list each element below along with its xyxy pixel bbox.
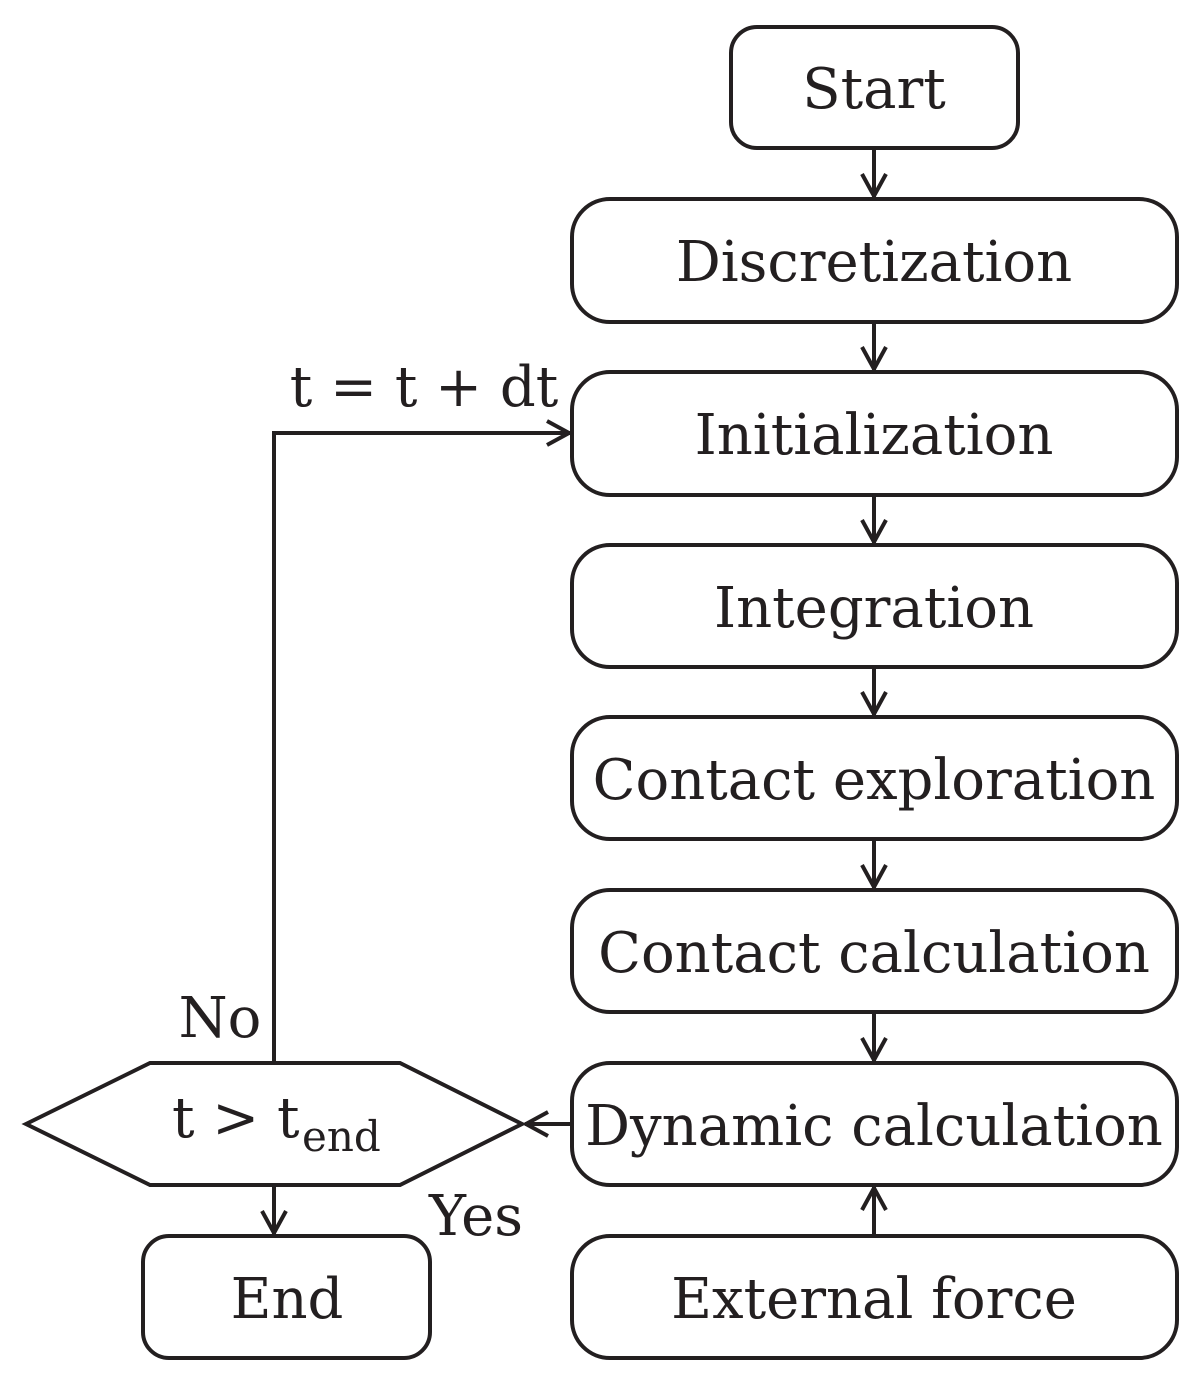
node-external-force: External force	[570, 1234, 1179, 1360]
arrow-dynamic-calculation-to-decision	[521, 1110, 572, 1138]
node-start: Start	[729, 25, 1020, 150]
node-contact-calculation: Contact calculation	[570, 888, 1179, 1014]
node-contact-exploration: Contact exploration	[570, 715, 1179, 841]
node-discretization-label: Discretization	[676, 230, 1072, 295]
decision-main-label: t > t	[172, 1086, 300, 1151]
arrow-initialization-to-integration	[860, 495, 888, 547]
node-start-label: Start	[802, 57, 946, 122]
node-external-force-label: External force	[671, 1267, 1077, 1332]
node-dynamic-calculation: Dynamic calculation	[570, 1061, 1179, 1187]
arrow-start-to-discretization	[860, 148, 888, 201]
node-integration: Integration	[570, 543, 1179, 669]
node-end-label: End	[231, 1267, 344, 1332]
node-contact-calculation-label: Contact calculation	[598, 921, 1150, 986]
edge-label-loop: t = t + dt	[290, 355, 559, 420]
node-integration-label: Integration	[714, 576, 1034, 641]
arrow-decision-to-end	[260, 1185, 288, 1238]
arrow-integration-to-contact-exploration	[860, 667, 888, 719]
node-initialization: Initialization	[570, 370, 1179, 497]
node-decision: t > t end	[21, 1061, 527, 1187]
arrow-external-force-to-dynamic-calculation	[860, 1183, 888, 1236]
decision-subscript-label: end	[302, 1112, 381, 1161]
node-discretization: Discretization	[570, 197, 1179, 324]
arrow-discretization-to-initialization	[860, 322, 888, 374]
node-end: End	[141, 1234, 432, 1360]
arrow-contact-calculation-to-dynamic-calculation	[860, 1012, 888, 1065]
edge-label-yes: Yes	[428, 1184, 523, 1249]
edge-label-no: No	[179, 986, 262, 1051]
node-initialization-label: Initialization	[695, 403, 1054, 468]
arrow-contact-exploration-to-contact-calculation	[860, 839, 888, 892]
node-dynamic-calculation-label: Dynamic calculation	[585, 1094, 1163, 1159]
arrow-loop-no-to-initialization	[272, 419, 574, 1063]
node-contact-exploration-label: Contact exploration	[593, 748, 1156, 813]
